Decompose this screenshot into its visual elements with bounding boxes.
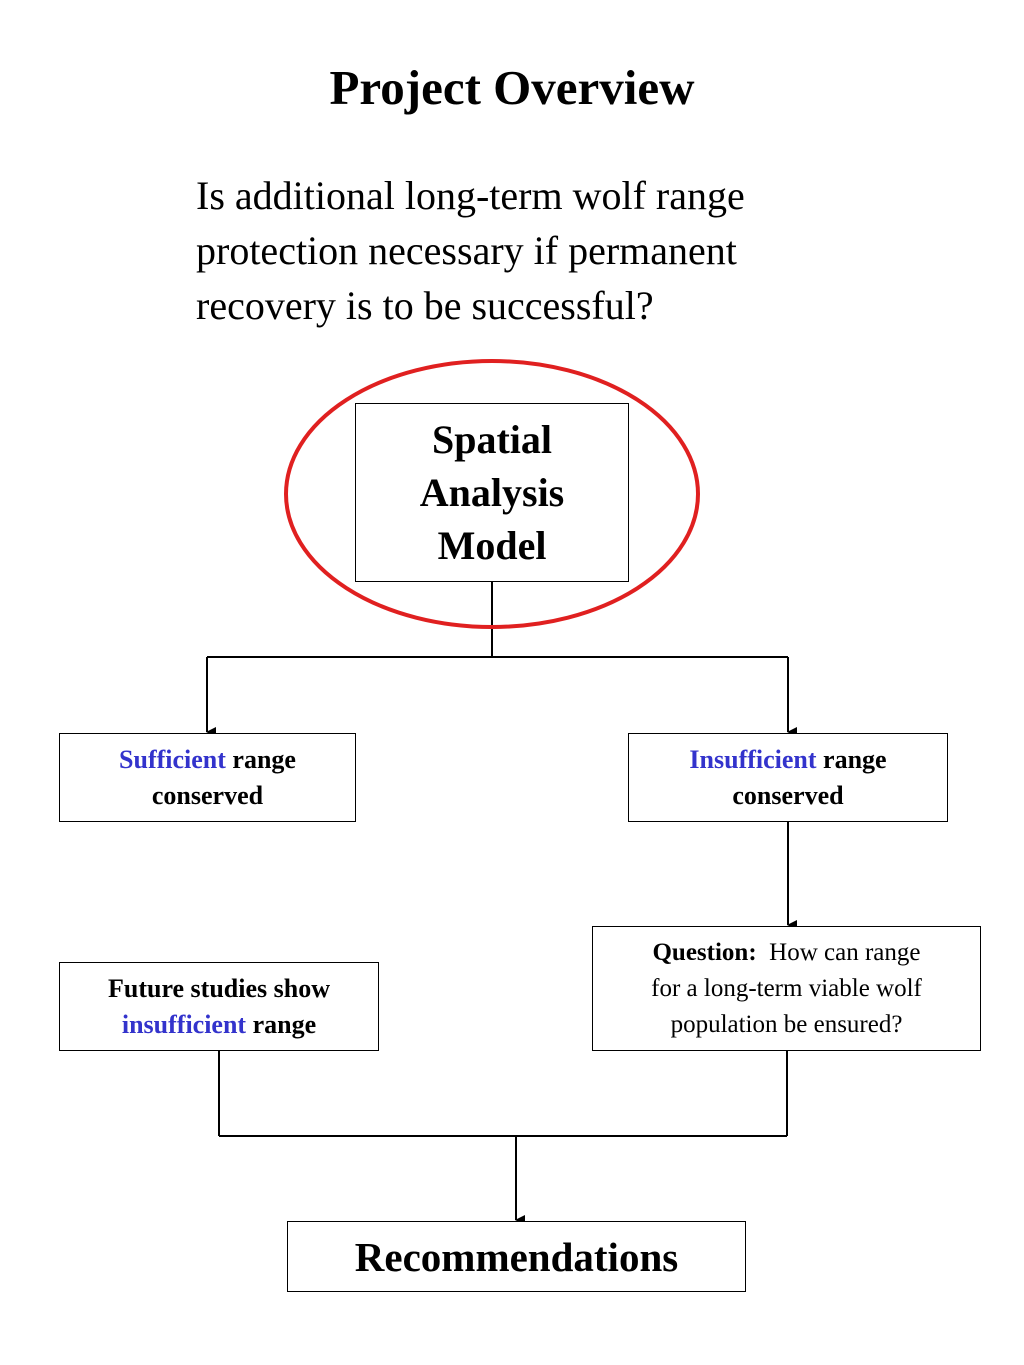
question-label: Question: bbox=[652, 938, 757, 966]
sufficient-highlight: Sufficient bbox=[119, 744, 226, 774]
insufficient-box-line2: conserved bbox=[732, 780, 844, 810]
question-box: Question: How can range for a long-term … bbox=[592, 926, 981, 1051]
future-rest: range bbox=[252, 1009, 317, 1039]
question-line1-rest: How can range bbox=[769, 938, 921, 966]
sufficient-range-box: Sufficient range conserved bbox=[59, 733, 356, 822]
research-question-line: Is additional long-term wolf range bbox=[196, 173, 745, 218]
model-box-line: Analysis bbox=[419, 470, 565, 515]
model-box-line: Model bbox=[437, 523, 547, 568]
sufficient-rest: range bbox=[232, 744, 296, 774]
spatial-analysis-model-box: Spatial Analysis Model bbox=[355, 403, 629, 582]
sufficient-box-line2: conserved bbox=[151, 780, 264, 810]
insufficient-rest: range bbox=[823, 744, 887, 774]
page-title: Project Overview bbox=[329, 60, 695, 115]
recommendations-label: Recommendations bbox=[354, 1233, 679, 1280]
future-box-line1: Future studies show bbox=[107, 973, 330, 1003]
insufficient-box-line1: Insufficient range bbox=[689, 742, 886, 778]
recommendations-box: Recommendations bbox=[287, 1221, 746, 1292]
research-question-line: protection necessary if permanent bbox=[196, 228, 737, 273]
sufficient-box-line1: Sufficient range bbox=[119, 742, 296, 778]
future-highlight: insufficient bbox=[121, 1009, 247, 1039]
future-box-line2: insufficient range bbox=[122, 1007, 316, 1043]
insufficient-range-box: Insufficient range conserved bbox=[628, 733, 948, 822]
research-question: Is additional long-term wolf range prote… bbox=[196, 168, 896, 333]
research-question-line: recovery is to be successful? bbox=[196, 283, 654, 328]
insufficient-highlight: Insufficient bbox=[689, 744, 817, 774]
question-box-line2: for a long-term viable wolf bbox=[651, 974, 922, 1002]
model-box-line: Spatial bbox=[431, 417, 553, 462]
question-box-line1: Question: How can range bbox=[652, 935, 920, 971]
future-studies-box: Future studies show insufficient range bbox=[59, 962, 379, 1051]
question-box-line3: population be ensured? bbox=[670, 1010, 903, 1038]
